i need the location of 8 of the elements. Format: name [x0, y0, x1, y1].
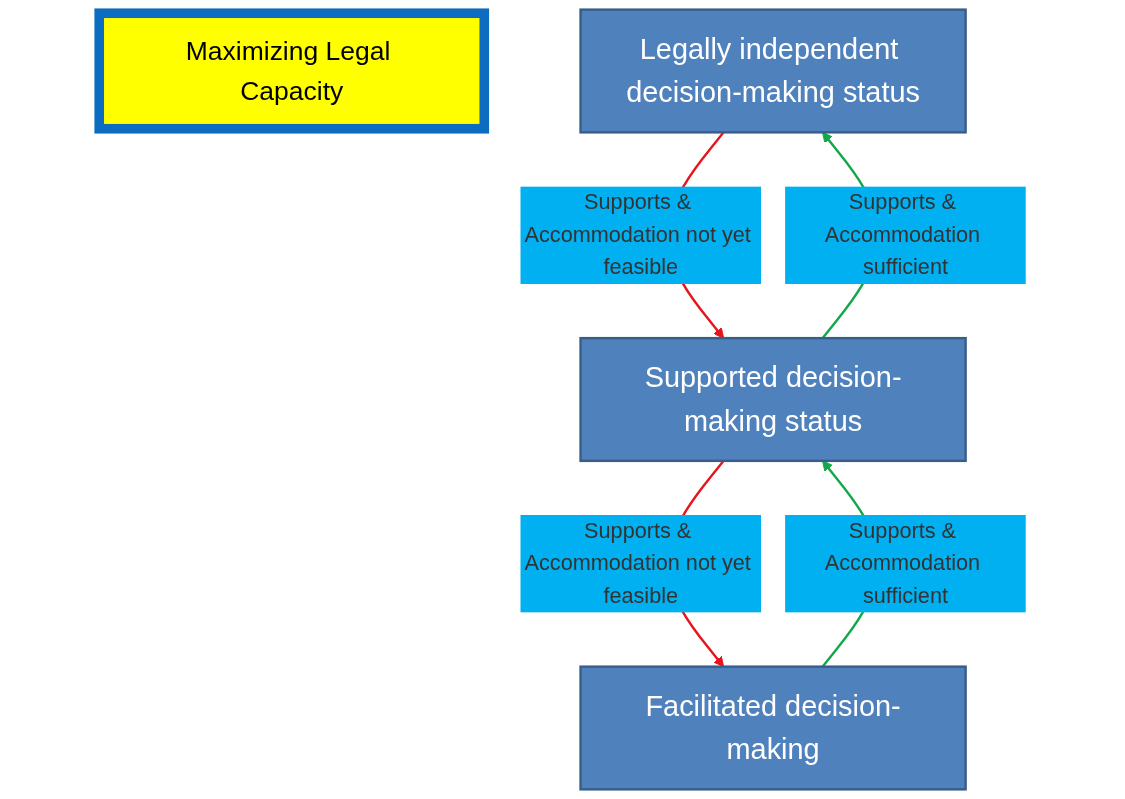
node-box: Facilitated decision-making: [579, 665, 967, 791]
node-box: Legally independent decision-making status: [579, 8, 967, 134]
edge-label: Supports & Accommodation not yet feasible: [524, 518, 751, 608]
edge-label: Supports & Accommodation sufficient: [824, 518, 981, 608]
edge-label: Supports & Accommodation sufficient: [824, 190, 981, 280]
node-box: Supported decision-making status: [579, 336, 967, 463]
edge-label: Supports & Accommodation not yet feasible: [524, 190, 751, 280]
node-box: Maximizing Legal Capacity: [94, 8, 490, 134]
